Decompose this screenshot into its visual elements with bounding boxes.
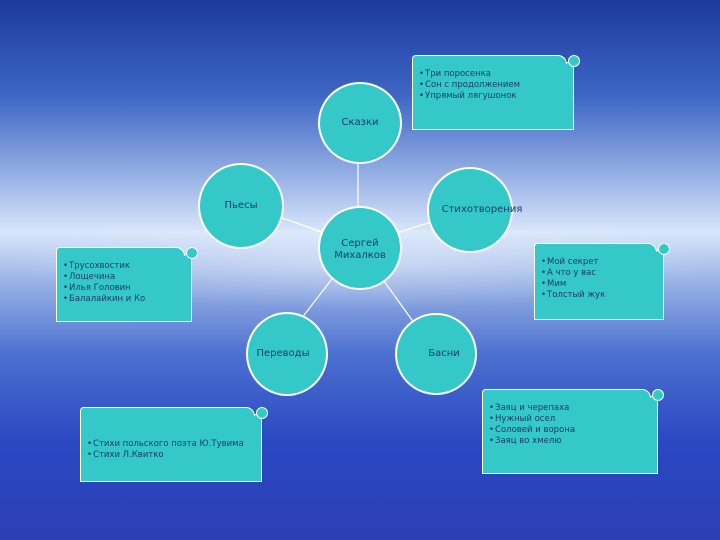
scroll-pesy: Трусохвостик Лощечина Илья Головин Балал… bbox=[56, 247, 198, 322]
node-center: Сергей Михалков bbox=[318, 206, 402, 290]
list-skazki: Три поросенка Сон с продолжением Упрямый… bbox=[419, 69, 567, 102]
list-stikhotvoreniya: Мой секрет А что у вас Мим Толстый жук bbox=[541, 257, 657, 301]
list-item: Упрямый лягушонок bbox=[419, 91, 567, 102]
list-pesy: Трусохвостик Лощечина Илья Головин Балал… bbox=[63, 261, 185, 305]
list-item: Лощечина bbox=[63, 272, 185, 283]
scroll-stikhotvoreniya: Мой секрет А что у вас Мим Толстый жук bbox=[534, 243, 670, 320]
list-item: Трусохвостик bbox=[63, 261, 185, 272]
node-pesy-label: Пьесы bbox=[224, 199, 258, 211]
list-item: Заяц во хмелю bbox=[489, 436, 651, 447]
scroll-perevody: Стихи польского поэта Ю.Тувима Стихи Л.К… bbox=[80, 407, 268, 482]
node-skazki-label: Сказки bbox=[341, 116, 379, 128]
node-stikhotvoreniya-label: Стихотворения bbox=[441, 203, 523, 215]
node-skazki: Сказки bbox=[318, 82, 402, 164]
list-item: Балалайкин и Ко bbox=[63, 294, 185, 305]
list-item: Стихи Л.Квитко bbox=[87, 450, 255, 461]
list-item: Три поросенка bbox=[419, 69, 567, 80]
node-center-label: Сергей Михалков bbox=[334, 237, 386, 262]
node-stikhotvoreniya: Стихотворения bbox=[427, 167, 522, 253]
list-item: Нужный осел bbox=[489, 414, 651, 425]
list-item: Сон с продолжением bbox=[419, 80, 567, 91]
node-pesy: Пьесы bbox=[198, 163, 284, 249]
list-item: Толстый жук bbox=[541, 290, 657, 301]
list-perevody: Стихи польского поэта Ю.Тувима Стихи Л.К… bbox=[87, 439, 255, 461]
scroll-basni: Заяц и черепаха Нужный осел Соловей и во… bbox=[482, 389, 664, 474]
list-basni: Заяц и черепаха Нужный осел Соловей и во… bbox=[489, 403, 651, 447]
list-item: А что у вас bbox=[541, 268, 657, 279]
list-item: Мим bbox=[541, 279, 657, 290]
list-item: Заяц и черепаха bbox=[489, 403, 651, 414]
list-item: Соловей и ворона bbox=[489, 425, 651, 436]
list-item: Мой секрет bbox=[541, 257, 657, 268]
node-basni: Басни bbox=[395, 313, 477, 395]
scroll-skazki: Три поросенка Сон с продолжением Упрямый… bbox=[412, 55, 580, 130]
node-perevody-label: Переводы bbox=[256, 347, 310, 359]
node-basni-label: Басни bbox=[428, 347, 460, 359]
list-item: Илья Головин bbox=[63, 283, 185, 294]
list-item: Стихи польского поэта Ю.Тувима bbox=[87, 439, 255, 450]
node-perevody: Переводы bbox=[246, 312, 328, 396]
